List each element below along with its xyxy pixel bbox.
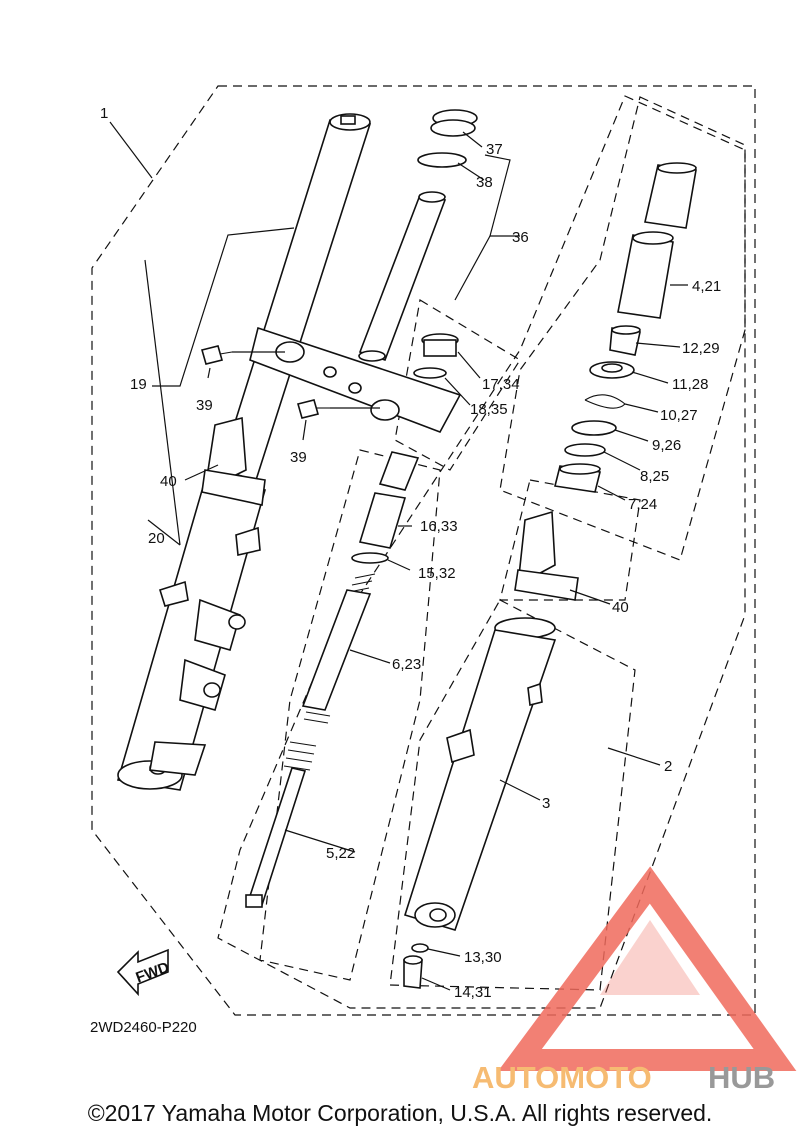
assembly-1-boundary <box>91 85 756 1016</box>
callout-38: 38 <box>476 174 493 191</box>
callout-15-32: 15,32 <box>418 565 456 582</box>
bushing-7-24 <box>554 463 601 493</box>
guard-40-right <box>514 510 579 601</box>
callout-39-lower: 39 <box>290 449 307 466</box>
fwd-arrow-icon: FWD <box>116 948 172 997</box>
damper-kit-boundary <box>259 449 441 981</box>
callout-37: 37 <box>486 141 503 158</box>
callout-19: 19 <box>130 376 147 393</box>
bushing-4-21-lower <box>617 231 674 319</box>
callout-16-33: 16,33 <box>420 518 458 535</box>
o-ring-18-35 <box>413 367 447 379</box>
watermark-logo-icon <box>498 866 797 1071</box>
callout-6-23: 6,23 <box>392 656 421 673</box>
watermark-text-primary: AUTOMOTO <box>472 1060 652 1095</box>
bolt-14-31 <box>403 955 423 989</box>
damper-rod-5-22 <box>245 741 317 908</box>
cap-bolt-37 <box>430 109 478 137</box>
assembled-fork-clamp <box>249 326 462 433</box>
seal-12-29 <box>609 325 641 356</box>
washer-9-26 <box>571 420 617 436</box>
callout-13-30: 13,30 <box>464 949 502 966</box>
callout-labels: 1 37 38 36 4,21 12,29 11,28 10,27 9,26 8… <box>90 105 721 1036</box>
assembled-fork-outer-tube <box>116 479 267 791</box>
bolt-39-lower <box>297 399 380 419</box>
washer-8-25 <box>564 443 606 457</box>
clip-10-27 <box>584 394 626 409</box>
cap-kit-boundary <box>394 299 521 471</box>
plug-17-34 <box>421 333 459 357</box>
callout-11-28: 11,28 <box>672 376 708 393</box>
outer-tube-kit-boundary <box>389 599 636 991</box>
automotohub-watermark: AUTOMOTO HUB <box>472 866 797 1095</box>
callout-14-31: 14,31 <box>454 984 492 1001</box>
callout-8-25: 8,25 <box>640 468 669 485</box>
callout-18-35: 18,35 <box>470 401 508 418</box>
diagram-code: 2WD2460-P220 <box>90 1019 197 1036</box>
callout-1: 1 <box>100 105 108 122</box>
callout-9-26: 9,26 <box>652 437 681 454</box>
copyright-notice: ©2017 Yamaha Motor Corporation, U.S.A. A… <box>87 1100 713 1126</box>
callout-17-34: 17,34 <box>482 376 520 393</box>
callout-12-29: 12,29 <box>682 340 720 357</box>
assembly-2-boundary <box>217 95 746 1009</box>
guard-kit-boundary <box>499 479 641 601</box>
bushing-4-21-upper <box>644 162 697 229</box>
callout-40-left: 40 <box>160 473 177 490</box>
washer-15-32 <box>351 552 389 564</box>
callout-20: 20 <box>148 530 165 547</box>
callout-10-27: 10,27 <box>660 407 698 424</box>
gasket-13-30 <box>411 943 429 953</box>
inner-kit-boundary <box>499 96 746 561</box>
inner-tube-36 <box>358 191 447 362</box>
watermark-text-secondary: HUB <box>708 1060 775 1095</box>
o-ring-38 <box>417 152 467 168</box>
callout-3: 3 <box>542 795 550 812</box>
seal-11-28 <box>589 361 635 379</box>
callout-39-upper: 39 <box>196 397 213 414</box>
callout-40-right: 40 <box>612 599 629 616</box>
callout-36: 36 <box>512 229 529 246</box>
piston-16-33 <box>358 451 420 549</box>
assembled-fork-guard <box>201 416 266 506</box>
leader-lines <box>109 121 688 991</box>
spring-6-23 <box>301 573 376 724</box>
bolt-39-upper <box>201 345 285 365</box>
callout-7-24: 7,24 <box>628 496 657 513</box>
callout-2: 2 <box>664 758 672 775</box>
outer-tube-3 <box>403 617 557 931</box>
callout-5-22: 5,22 <box>326 845 355 862</box>
callout-4-21: 4,21 <box>692 278 721 295</box>
